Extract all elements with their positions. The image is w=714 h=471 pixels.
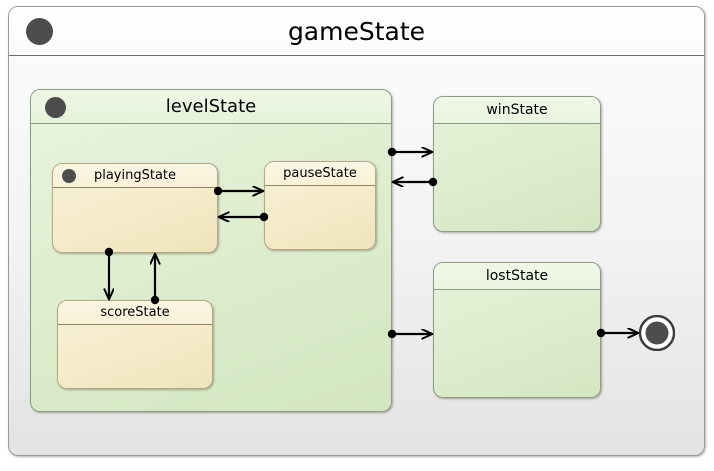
state-playingState[interactable]: playingState: [52, 163, 218, 253]
state-pauseState[interactable]: pauseState: [264, 161, 376, 250]
initial-state-dot-gameState: [26, 18, 53, 45]
state-gameState-title: gameState: [287, 16, 426, 46]
state-gameState-header: gameState: [9, 7, 704, 56]
state-winState-header: winState: [434, 97, 600, 124]
final-state-icon[interactable]: [639, 315, 675, 351]
initial-state-dot-levelState: [45, 97, 66, 118]
state-lostState-body: [434, 290, 600, 397]
state-scoreState-title: scoreState: [100, 305, 170, 320]
state-playingState-header: playingState: [53, 164, 217, 188]
state-pauseState-title: pauseState: [283, 166, 357, 181]
state-levelState-title: levelState: [165, 95, 257, 117]
state-winState[interactable]: winState: [433, 96, 601, 232]
state-pauseState-header: pauseState: [265, 162, 375, 186]
state-scoreState[interactable]: scoreState: [57, 300, 213, 389]
state-lostState[interactable]: lostState: [433, 262, 601, 398]
state-playingState-title: playingState: [93, 168, 177, 183]
initial-state-dot-playingState: [62, 169, 76, 183]
state-lostState-title: lostState: [485, 268, 549, 284]
state-winState-title: winState: [486, 102, 548, 118]
state-scoreState-body: [58, 325, 212, 388]
state-levelState-header: levelState: [31, 90, 391, 124]
state-lostState-header: lostState: [434, 263, 600, 290]
state-playingState-body: [53, 188, 217, 252]
state-scoreState-header: scoreState: [58, 301, 212, 325]
state-winState-body: [434, 124, 600, 231]
state-pauseState-body: [265, 186, 375, 249]
